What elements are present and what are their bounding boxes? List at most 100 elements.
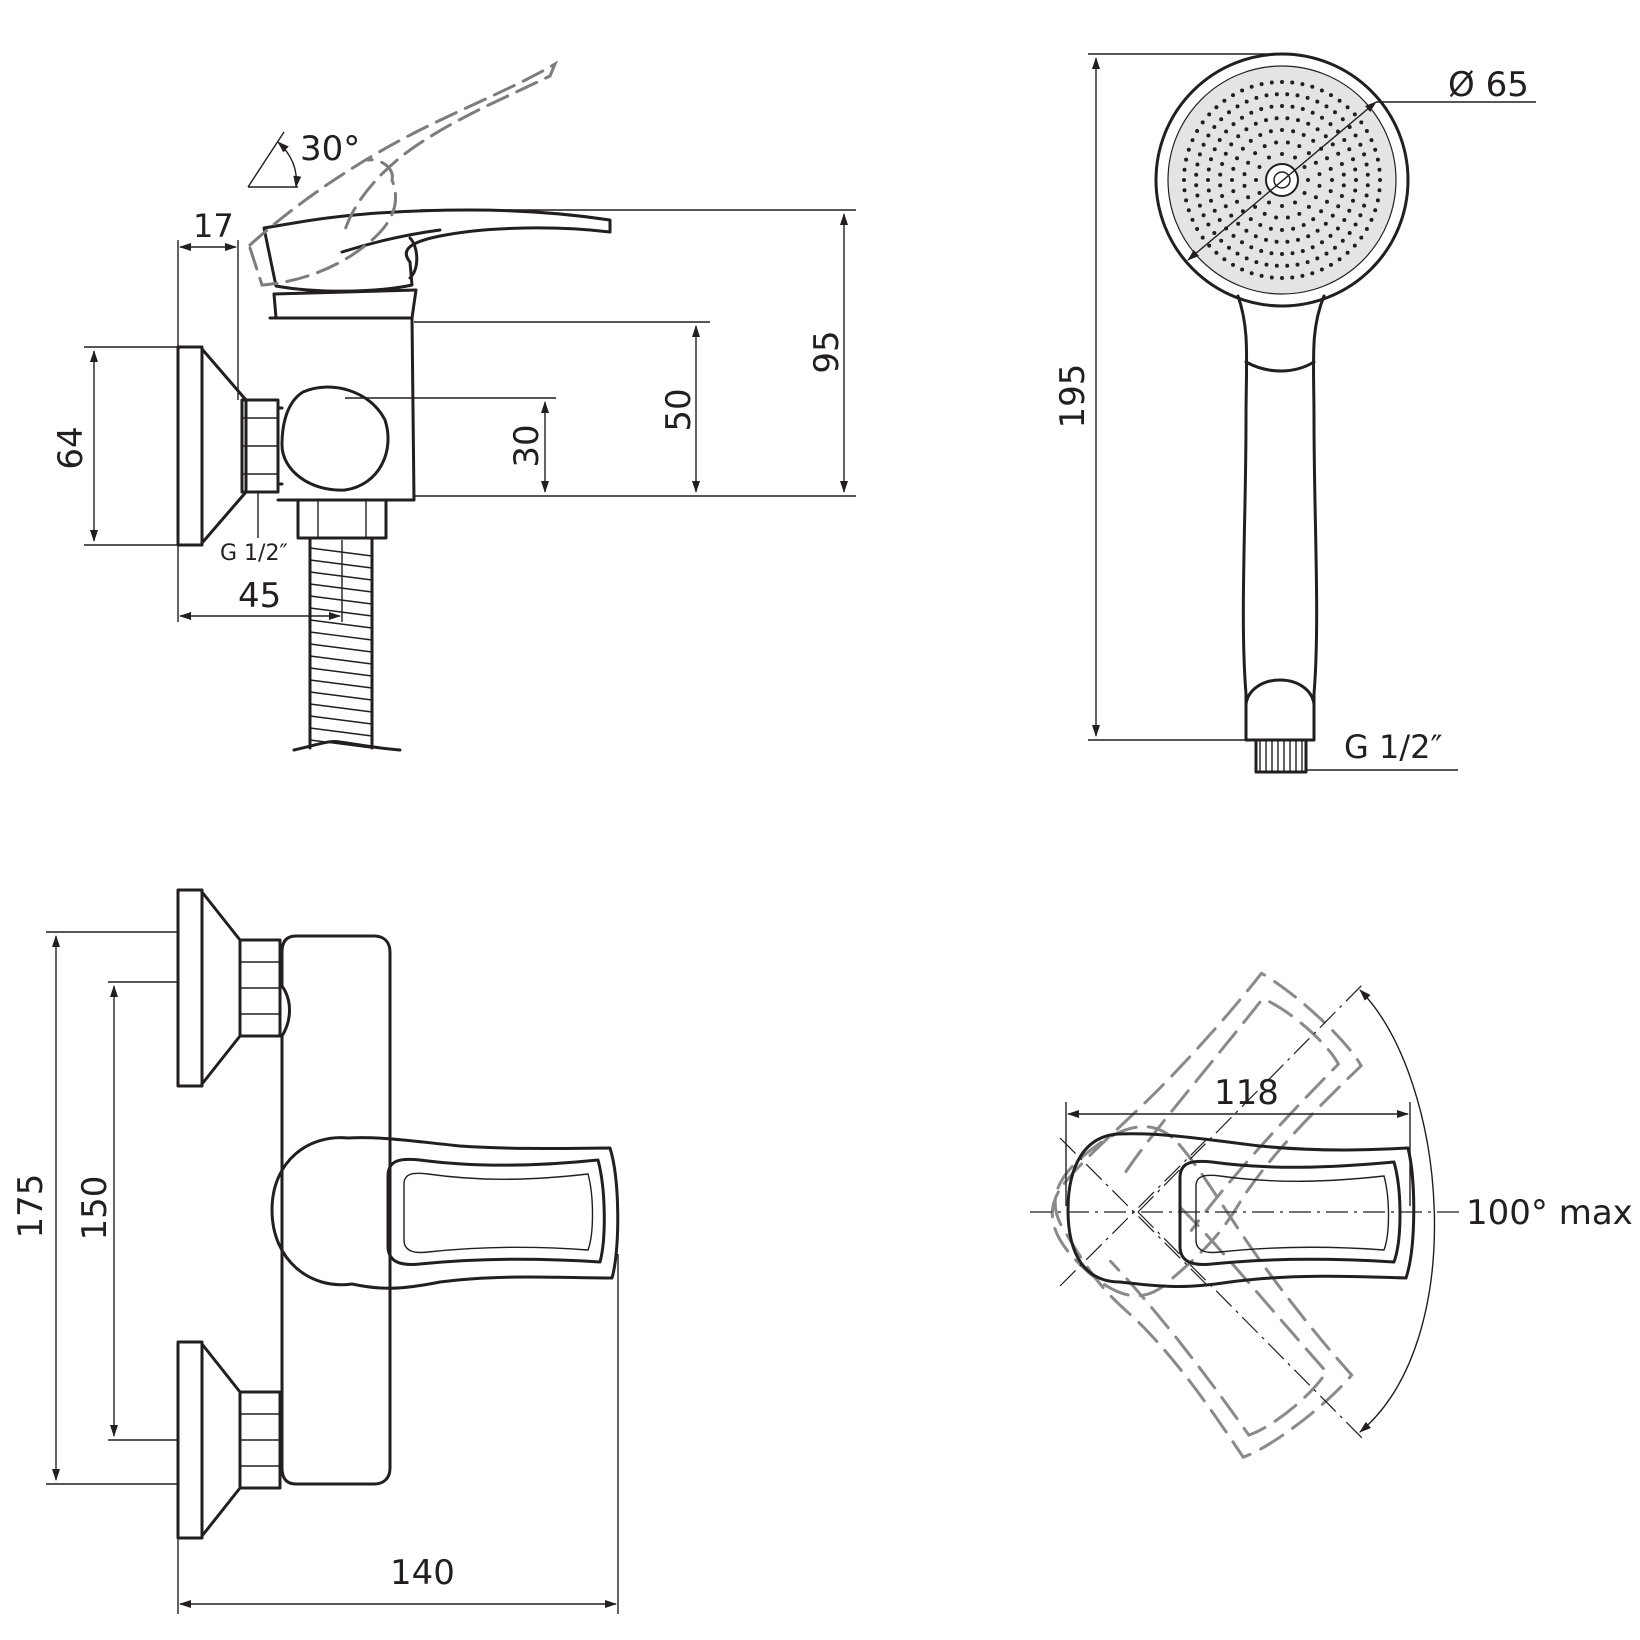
nozzle-dot xyxy=(1362,152,1367,157)
nozzle-dot xyxy=(1305,260,1310,265)
dimension-diameter-65: Ø 65 xyxy=(1187,65,1536,261)
lever-front xyxy=(270,1136,620,1290)
nozzle-dot xyxy=(1290,251,1295,256)
nozzle-dot xyxy=(1212,208,1217,213)
nozzle-dot xyxy=(1201,142,1206,147)
nozzle-dot xyxy=(1258,223,1263,227)
mixer-body-front xyxy=(280,934,392,1486)
nozzle-dot xyxy=(1285,215,1290,220)
nozzle-dot xyxy=(1248,217,1253,222)
nozzle-dot xyxy=(1377,188,1382,193)
nozzle-dot xyxy=(1197,152,1202,157)
nozzle-dot xyxy=(1269,275,1274,280)
dim-95-label: 95 xyxy=(807,330,847,373)
nozzle-dot xyxy=(1246,195,1251,200)
nozzle-dot xyxy=(1336,151,1341,156)
nozzle-dot xyxy=(1212,125,1217,129)
nozzle-dot xyxy=(1244,228,1249,233)
dimension-175: 175 xyxy=(11,931,178,1485)
nozzle-dot xyxy=(1354,178,1358,182)
nozzle-dot xyxy=(1302,165,1307,169)
nozzle-dot xyxy=(1323,134,1328,139)
nozzle-dot xyxy=(1242,183,1247,188)
nozzle-dot xyxy=(1302,191,1307,195)
nozzle-dot xyxy=(1214,250,1219,255)
nozzle-dot xyxy=(1274,116,1279,121)
nozzle-dot xyxy=(1217,218,1222,222)
nozzle-dot xyxy=(1264,237,1268,242)
nozzle-dot xyxy=(1274,140,1279,145)
nozzle-dot xyxy=(1262,144,1267,149)
rotation-arc xyxy=(1359,989,1436,1433)
dim-45-label: 45 xyxy=(238,576,281,616)
nozzle-dot xyxy=(1364,193,1369,198)
nozzle-dot xyxy=(1248,138,1253,143)
upper-wall-flange xyxy=(176,888,282,1088)
nozzle-dot xyxy=(1320,115,1324,120)
nozzle-dot xyxy=(1324,251,1329,256)
nozzle-dot xyxy=(1220,194,1225,198)
nozzle-dot xyxy=(1280,276,1284,280)
nozzle-dot xyxy=(1240,88,1245,93)
nozzle-dot xyxy=(1373,208,1378,213)
nozzle-dot xyxy=(1254,178,1258,182)
dimension-140: 140 xyxy=(177,1254,619,1614)
nozzle-dot xyxy=(1297,211,1302,216)
nozzle-dot xyxy=(1186,147,1191,152)
nozzle-dot xyxy=(1306,204,1311,209)
nozzle-dot xyxy=(1328,189,1333,194)
nozzle-dot xyxy=(1249,271,1254,276)
nozzle-dot xyxy=(1235,199,1239,204)
nozzle-dot xyxy=(1325,156,1329,161)
nozzle-dot xyxy=(1290,104,1295,109)
nozzle-dot xyxy=(1195,162,1200,167)
nozzle-dot xyxy=(1236,221,1241,226)
nozzle-dot xyxy=(1269,104,1274,109)
nozzle-dot xyxy=(1333,110,1337,115)
nozzle-dot xyxy=(1347,231,1352,235)
nozzle-dot xyxy=(1358,213,1363,218)
dim-150-label: 150 xyxy=(75,1176,115,1241)
nozzle-dot xyxy=(1324,104,1329,109)
nozzle-dot xyxy=(1209,157,1213,162)
mixer-body xyxy=(268,288,418,502)
dim-140-label: 140 xyxy=(390,1553,455,1593)
nozzle-dot xyxy=(1240,240,1244,245)
nozzle-dot xyxy=(1358,142,1363,147)
nozzle-dot xyxy=(1297,144,1302,149)
nozzle-dot xyxy=(1244,127,1249,132)
nozzle-dot xyxy=(1340,117,1345,122)
nozzle-dot xyxy=(1310,271,1315,276)
nozzle-dot xyxy=(1280,228,1284,232)
nozzle-dot xyxy=(1319,88,1324,93)
nozzle-dot xyxy=(1274,263,1279,268)
nozzle-dot xyxy=(1285,116,1290,121)
nozzle-dot xyxy=(1339,194,1344,198)
nozzle-dot xyxy=(1195,227,1200,231)
nozzle-dot xyxy=(1280,204,1284,208)
nozzle-dot xyxy=(1300,249,1305,253)
nozzle-dot xyxy=(1315,127,1320,132)
nozzle-dot xyxy=(1290,80,1295,85)
nozzle-dot xyxy=(1317,183,1322,188)
dimension-30: 30 xyxy=(345,397,556,493)
dimension-45: 45 xyxy=(177,540,343,622)
nozzle-dot xyxy=(1240,146,1245,151)
nozzle-dot xyxy=(1365,172,1370,177)
nozzle-dot xyxy=(1244,256,1249,261)
dim-195-label: 195 xyxy=(1053,364,1093,429)
side-thread-label: G 1/2″ xyxy=(220,541,288,566)
nozzle-dot xyxy=(1253,121,1258,126)
nozzle-dot xyxy=(1301,133,1306,137)
nozzle-dot xyxy=(1217,138,1222,142)
dim-64-label: 64 xyxy=(51,426,91,469)
nozzle-dot xyxy=(1280,128,1284,132)
nozzle-dot xyxy=(1305,95,1310,100)
nozzle-dot xyxy=(1264,262,1269,267)
nozzle-dot xyxy=(1190,138,1195,143)
nozzle-dot xyxy=(1296,118,1300,123)
nozzle-dot xyxy=(1319,267,1324,272)
nozzle-dot xyxy=(1329,262,1333,267)
nozzle-dot xyxy=(1264,93,1269,98)
